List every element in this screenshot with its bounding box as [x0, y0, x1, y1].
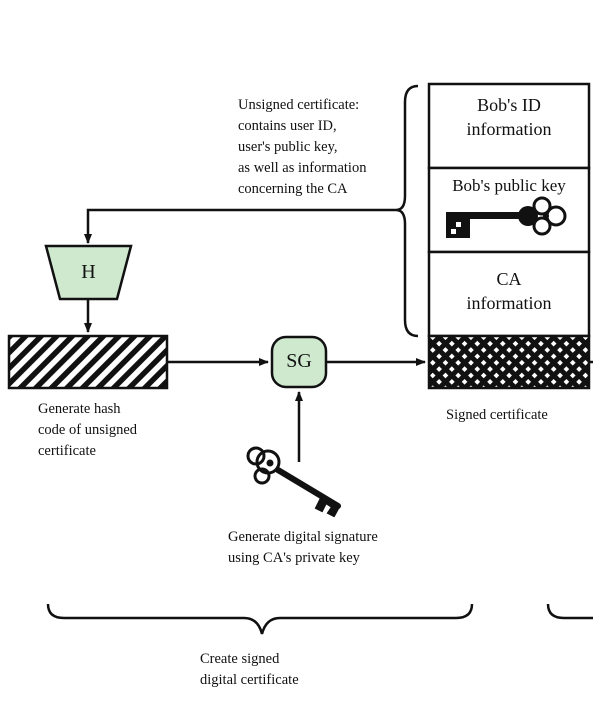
sign-function-label: SG — [286, 350, 312, 372]
cert-signature-box — [427, 334, 591, 390]
process-caption: Create signed digital certificate — [200, 651, 299, 688]
cert-pubkey-label: Bob's public key — [452, 176, 566, 195]
unsigned-to-hash-arrow — [84, 208, 396, 244]
signed-certificate-caption: Signed certificate — [446, 407, 548, 423]
hash-function-label: H — [81, 261, 96, 283]
public-key-icon — [446, 196, 567, 238]
process-brace — [46, 603, 474, 635]
unsigned-certificate-label: Unsigned certificate: contains user ID, … — [238, 97, 367, 197]
hash-function-block — [44, 244, 133, 301]
right-process-brace — [546, 603, 593, 620]
private-key-icon — [246, 446, 341, 518]
hash-code-box — [7, 334, 169, 390]
hash-caption: Generate hash code of unsigned certifica… — [38, 401, 138, 459]
signature-caption: Generate digital signature using CA's pr… — [228, 529, 378, 566]
cert-ca-label: CA information — [466, 269, 552, 313]
cert-id-label: Bob's ID information — [466, 95, 552, 139]
unsigned-certificate-brace — [395, 84, 419, 338]
